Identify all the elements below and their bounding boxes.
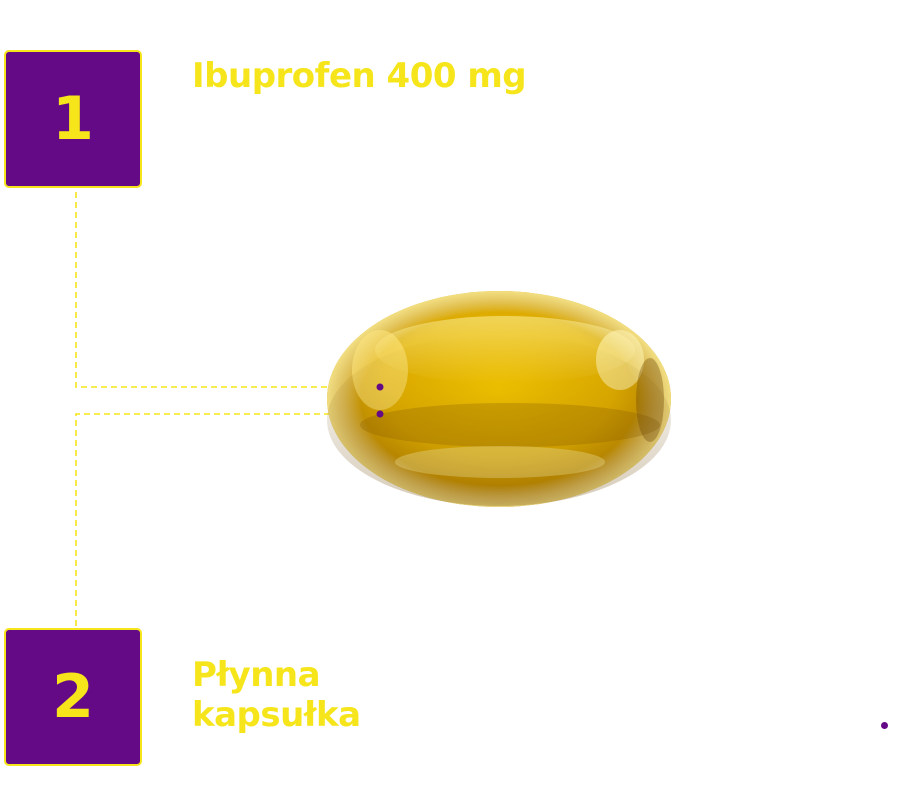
step-number-box-2: 2 xyxy=(4,628,142,766)
step-number-2: 2 xyxy=(52,662,94,732)
step-number-1: 1 xyxy=(52,84,94,154)
callout-dot-1 xyxy=(376,383,384,391)
step-label-2-line-1: Płynna xyxy=(192,655,321,695)
step-label-2: Płynna kapsułka xyxy=(192,655,361,735)
connector-line-1 xyxy=(75,192,378,388)
step-label-1: Ibuprofen 400 mg xyxy=(192,56,527,96)
connector-line-2 xyxy=(75,413,378,626)
capsule-body xyxy=(327,291,671,507)
decorative-dot xyxy=(881,722,888,729)
step-number-box-1: 1 xyxy=(4,50,142,188)
callout-dot-2 xyxy=(376,410,384,418)
step-label-2-line-2: kapsułka xyxy=(192,695,361,735)
